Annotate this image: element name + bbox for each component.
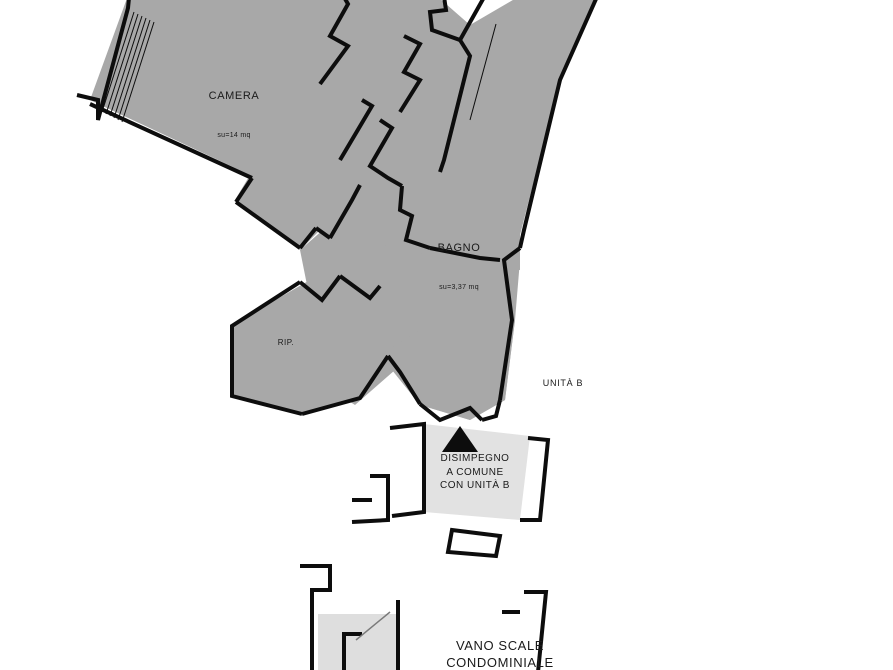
triangle-up-marker bbox=[442, 426, 478, 452]
apartment-walls bbox=[76, 0, 598, 423]
stairwell-area bbox=[318, 614, 400, 670]
wall-hatching bbox=[101, 11, 155, 123]
shared-hallway-walls bbox=[351, 421, 551, 559]
shared-hallway-area bbox=[424, 424, 530, 520]
stairwell-walls bbox=[300, 564, 549, 670]
leader-lines bbox=[469, 23, 497, 121]
stairwell-steps bbox=[355, 611, 391, 641]
